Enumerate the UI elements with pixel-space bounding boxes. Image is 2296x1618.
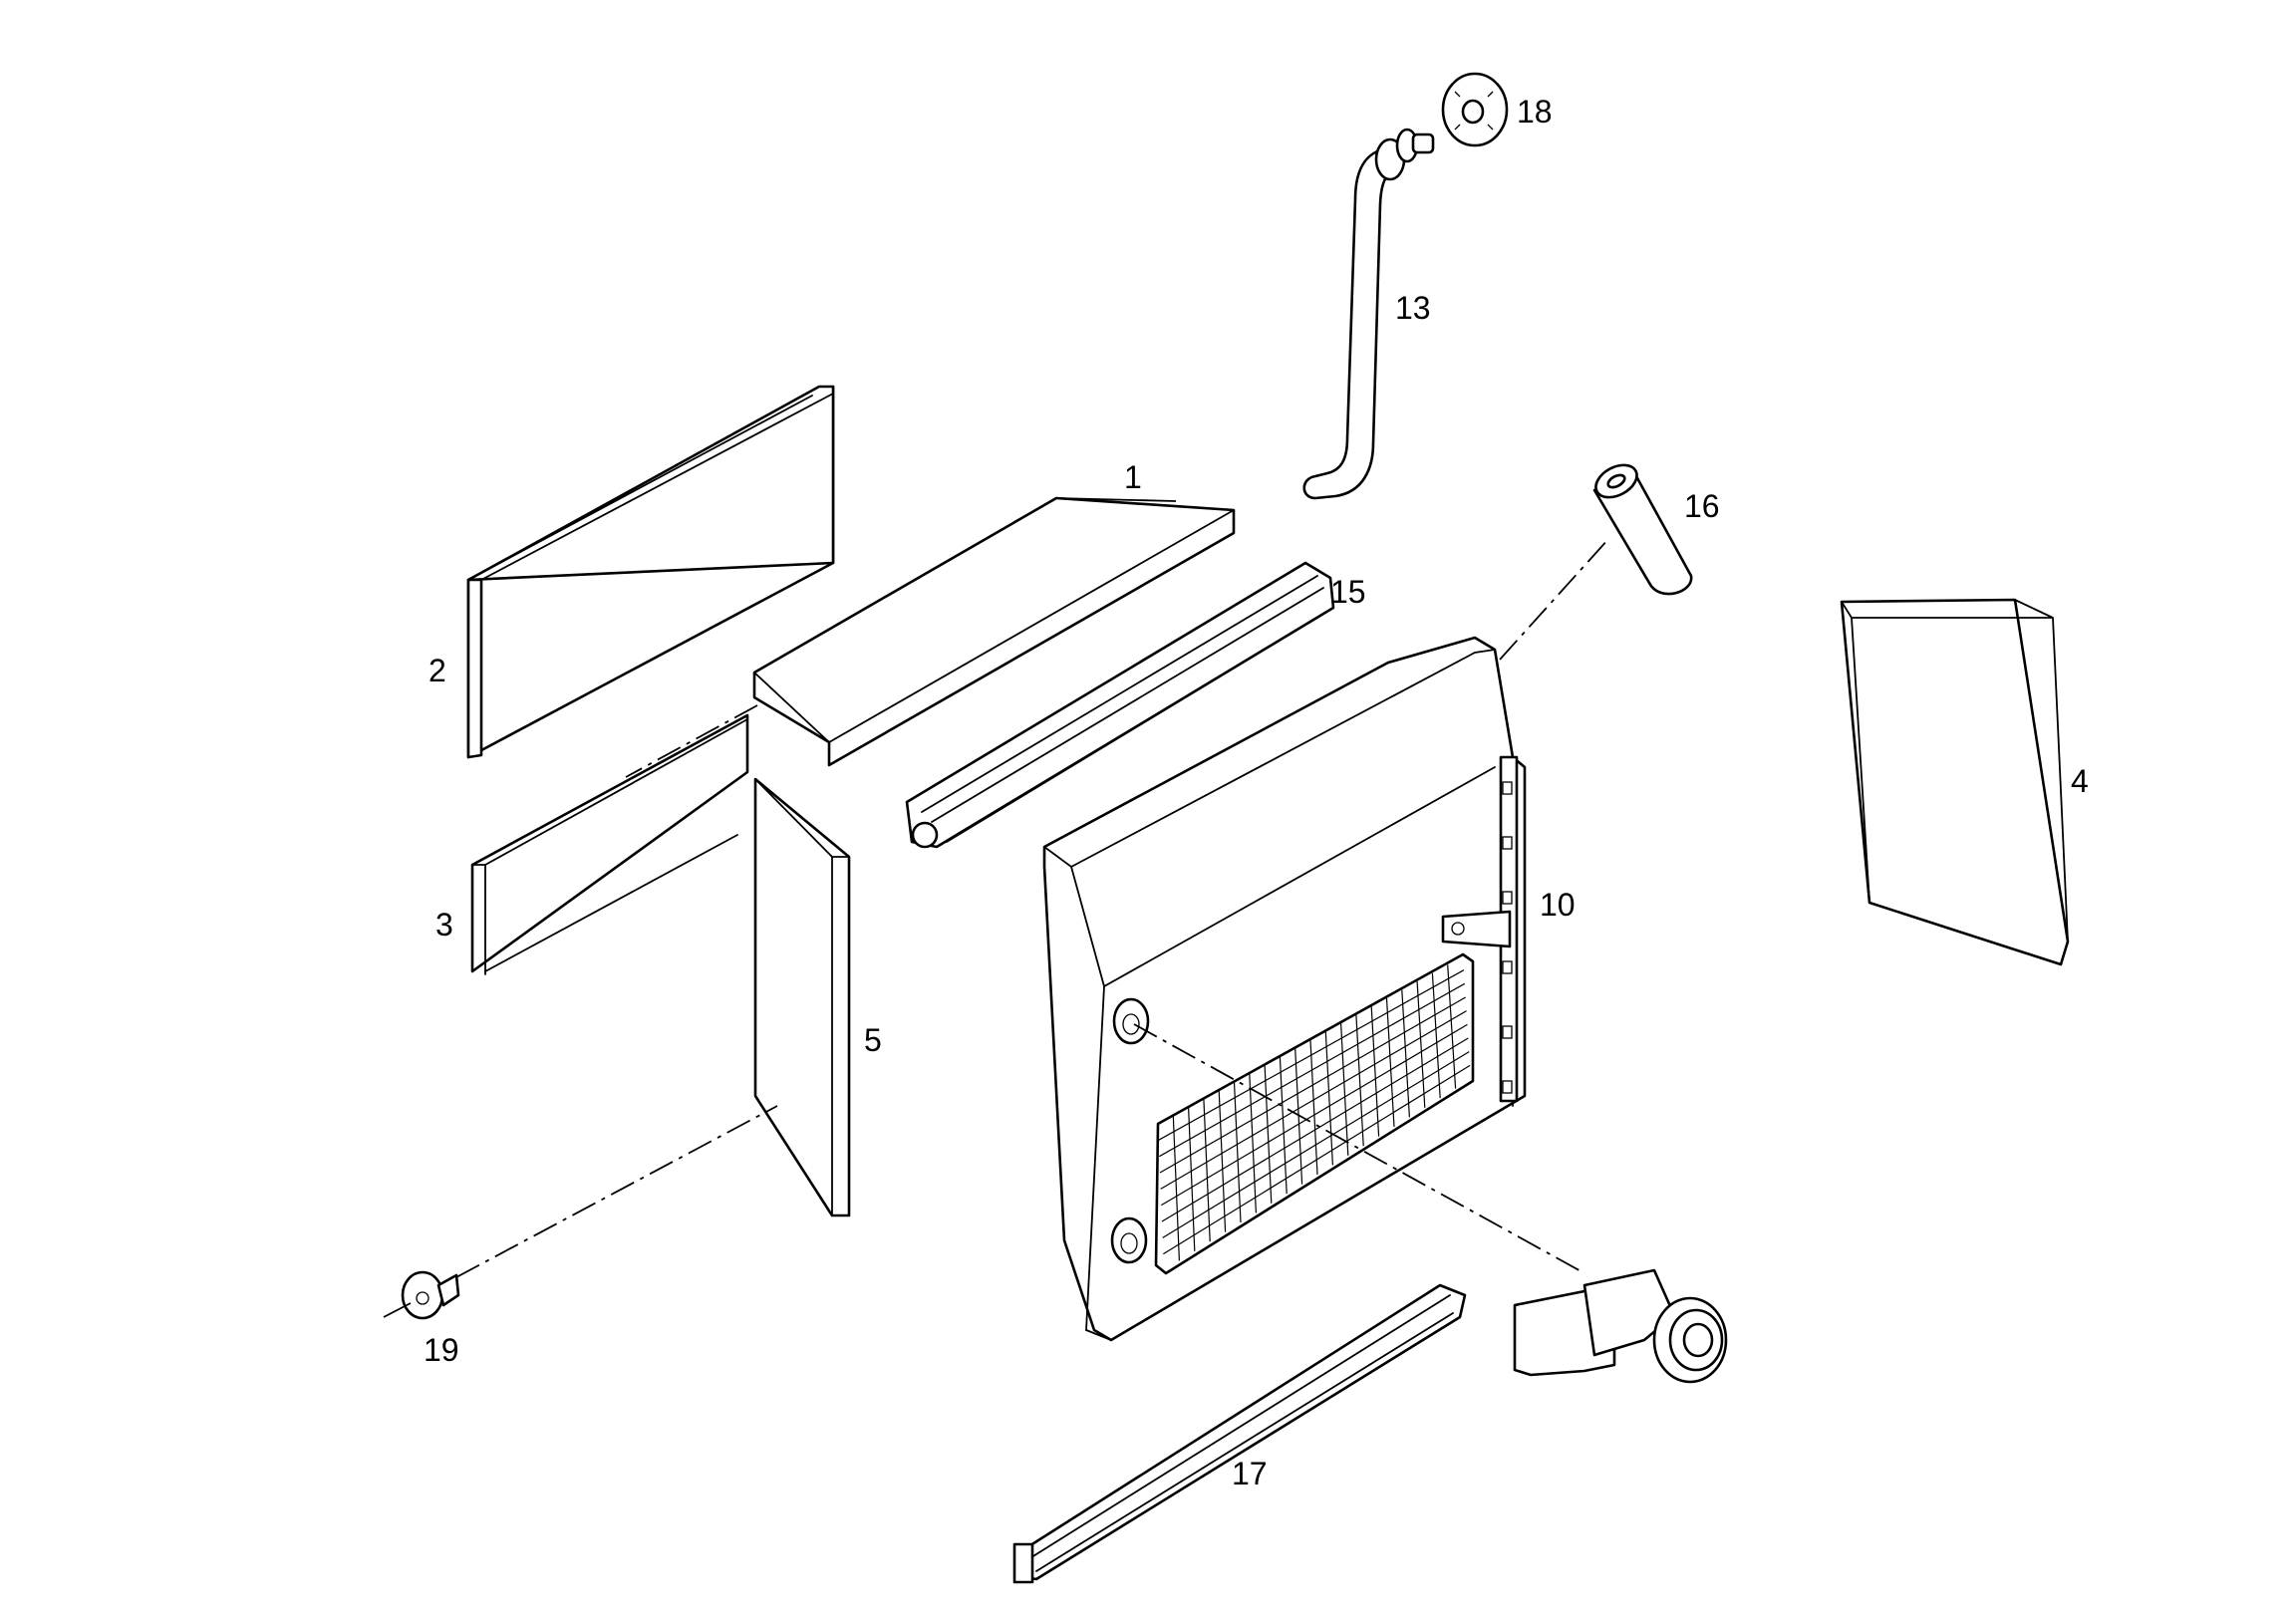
label-part-3: 3: [435, 907, 453, 943]
part-5-upright: [753, 777, 851, 1217]
part-19-fastener: [383, 1270, 460, 1320]
label-part-5: 5: [864, 1022, 882, 1058]
part-3-strip: [470, 713, 749, 975]
part-1-shelf: [752, 496, 1236, 767]
label-part-13: 13: [1395, 290, 1431, 326]
part-10-door: [1042, 636, 1527, 1342]
label-part-15: 15: [1330, 574, 1366, 610]
label-part-10: 10: [1540, 887, 1576, 923]
label-part-17: 17: [1232, 1456, 1268, 1491]
part-4-panel: [1840, 598, 2070, 966]
label-part-1: 1: [1124, 459, 1142, 495]
part-13-rod: [1302, 128, 1435, 500]
leader-lines: [455, 497, 1610, 1278]
grille-mesh: [1158, 964, 1471, 1261]
part-15-seal: [905, 561, 1335, 849]
latch-assembly: [1513, 1268, 1728, 1384]
label-part-16: 16: [1684, 488, 1720, 524]
label-part-4: 4: [2071, 763, 2089, 799]
part-17-seal: [1012, 1283, 1467, 1584]
label-part-18: 18: [1517, 94, 1553, 130]
part-16-tube: [1592, 463, 1693, 596]
label-part-2: 2: [429, 653, 446, 688]
part-2-panel: [466, 385, 835, 759]
part-18-washer: [1441, 72, 1509, 147]
label-part-19: 19: [424, 1332, 459, 1368]
